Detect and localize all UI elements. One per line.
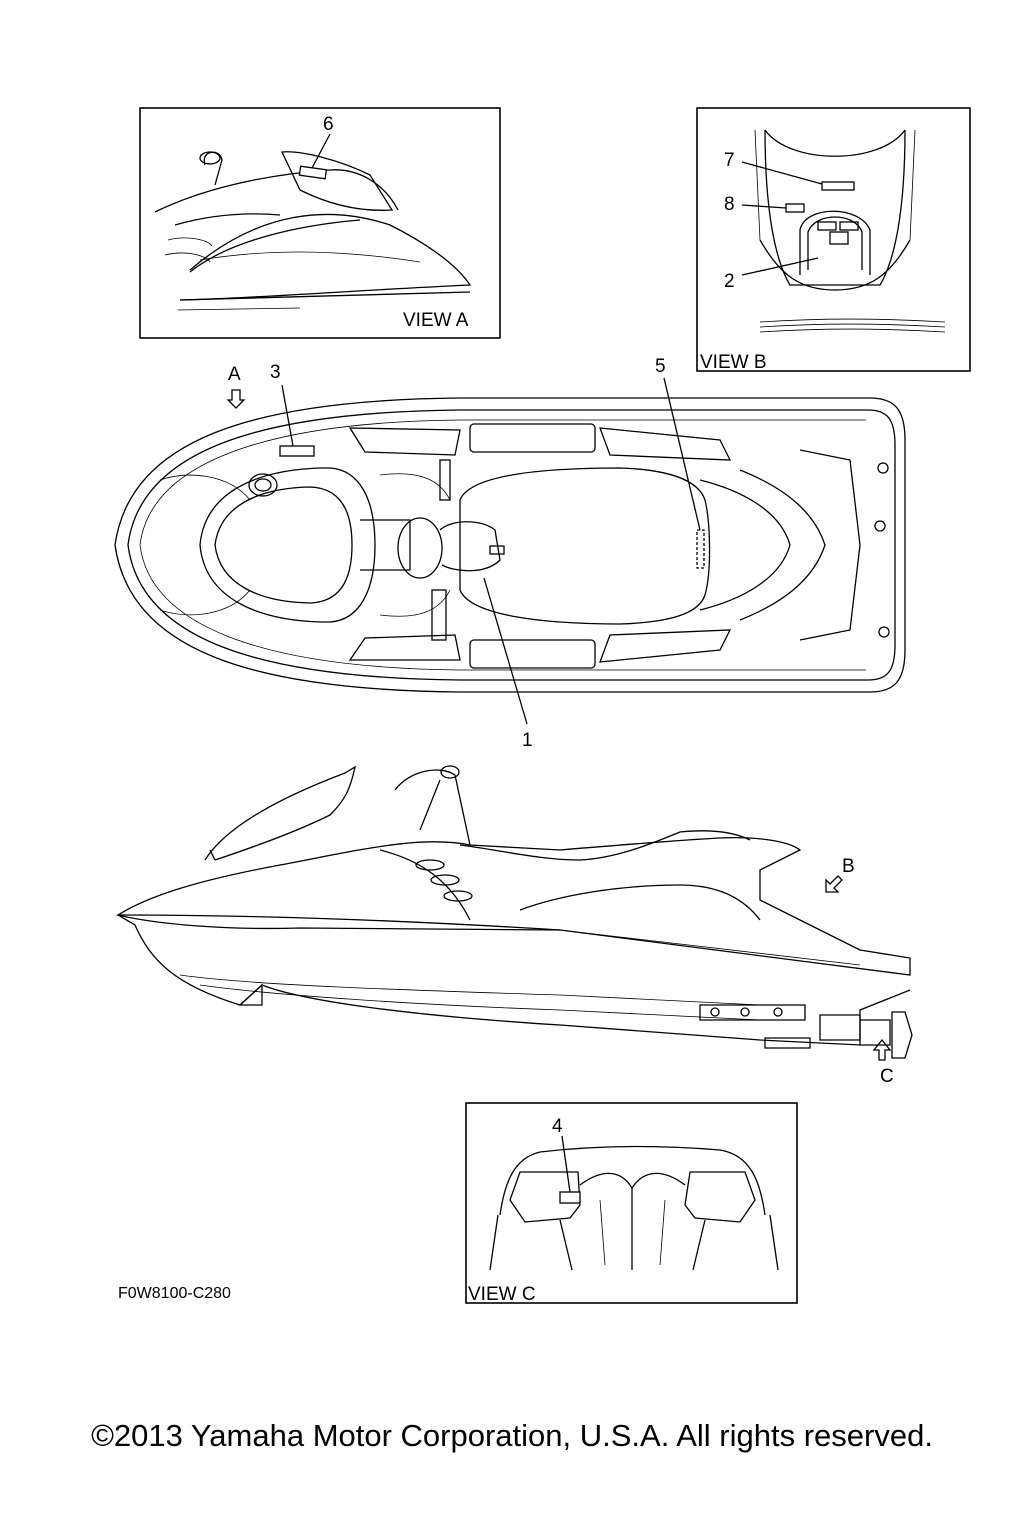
leader-5 <box>663 377 701 531</box>
view-a-frame <box>139 107 501 339</box>
view-c-stern-drawing <box>489 1145 779 1271</box>
decal-5-marker <box>696 529 705 569</box>
view-a-arrow <box>226 389 246 409</box>
decal-8-marker <box>785 203 805 213</box>
view-c-arrow <box>872 1038 892 1061</box>
view-b-panel: 7 8 2 VIEW B <box>696 107 971 373</box>
leader-4 <box>561 1135 571 1193</box>
view-c-panel: 4 VIEW C <box>465 1102 798 1305</box>
leader-2 <box>741 257 819 276</box>
view-b-stern-drawing <box>754 129 946 333</box>
leader-8 <box>741 204 787 209</box>
view-c-arrow-label: C <box>880 1066 894 1087</box>
view-a-bow-drawing <box>154 151 472 311</box>
view-b-arrow <box>825 875 843 893</box>
callout-4: 4 <box>552 1116 563 1137</box>
callout-6: 6 <box>323 114 334 135</box>
side-view: B C <box>115 765 913 1087</box>
callout-3: 3 <box>270 362 281 383</box>
callout-5: 5 <box>655 356 666 377</box>
decal-6-marker <box>298 165 328 180</box>
leader-6 <box>311 133 331 169</box>
decal-3-marker <box>279 445 315 457</box>
view-a-arrow-label: A <box>228 364 241 385</box>
callout-8: 8 <box>724 194 735 215</box>
leader-1 <box>483 577 528 725</box>
view-b-arrow-label: B <box>842 856 855 877</box>
view-a-caption: VIEW A <box>403 310 469 331</box>
copyright-notice: ©2013 Yamaha Motor Corporation, U.S.A. A… <box>91 1418 933 1453</box>
callout-2: 2 <box>724 271 735 292</box>
decal-7-marker <box>821 181 855 191</box>
decal-4-marker <box>559 1191 581 1204</box>
view-b-caption: VIEW B <box>700 352 767 373</box>
side-view-hull-drawing <box>115 765 913 1059</box>
leader-7 <box>741 161 823 185</box>
top-view-hull-drawing <box>114 397 906 693</box>
callout-1: 1 <box>522 730 533 751</box>
callout-7: 7 <box>724 150 735 171</box>
view-c-caption: VIEW C <box>468 1284 536 1305</box>
view-c-frame <box>465 1102 798 1304</box>
top-view: A <box>114 356 906 751</box>
view-a-panel: 6 VIEW A <box>139 107 501 339</box>
view-b-frame <box>696 107 971 372</box>
figure-code: F0W8100-C280 <box>118 1285 231 1302</box>
leader-3 <box>281 384 294 447</box>
